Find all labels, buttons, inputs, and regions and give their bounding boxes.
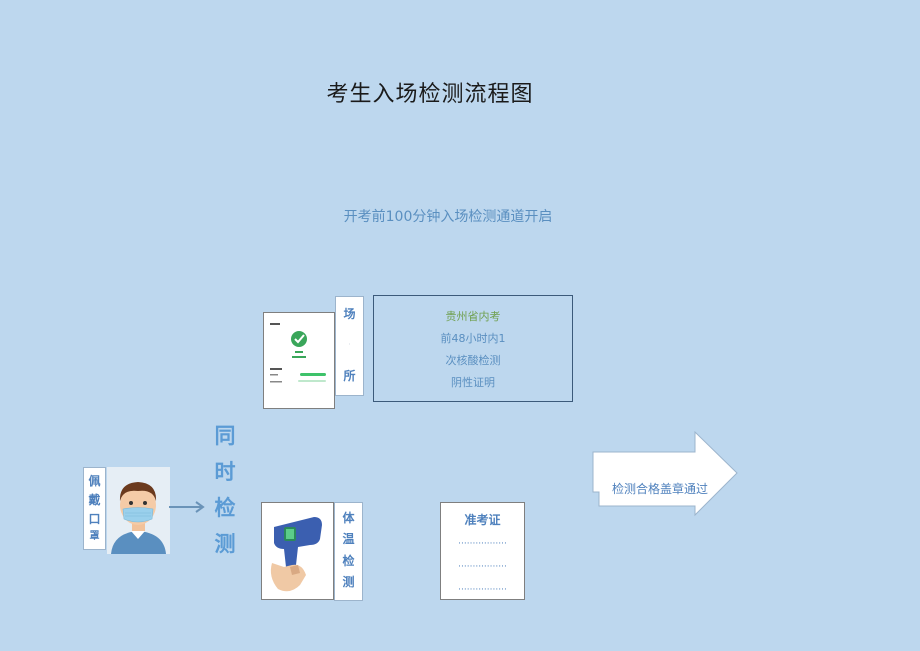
requirement-line: 贵州省内考 xyxy=(445,309,501,323)
simultaneous-check-label: 同 时 检 测 xyxy=(211,420,239,558)
requirement-line: 次核酸检测 xyxy=(445,353,501,367)
pass-arrow-shape xyxy=(592,430,738,517)
masked-person-icon xyxy=(107,467,170,554)
admission-ticket: 准考证 ················· ················· … xyxy=(440,502,525,600)
simultaneous-label-char: 同 xyxy=(214,424,236,448)
simultaneous-label-char: 检 xyxy=(214,496,236,520)
mask-label-char: 佩 xyxy=(88,474,101,489)
thermometer-gun-icon xyxy=(270,517,322,592)
nucleic-acid-test-requirement: 贵州省内考 前48小时内1 次核酸检测 阴性证明 xyxy=(373,295,573,402)
requirement-line: 阴性证明 xyxy=(451,375,495,389)
ticket-dotted-line: ················· xyxy=(458,585,507,595)
page-title: 考生入场检测流程图 xyxy=(326,82,534,107)
temperature-label-char: 测 xyxy=(342,574,355,589)
health-code-icon xyxy=(270,323,326,383)
right-arrow-icon xyxy=(169,501,205,513)
venue-label-char: 所 xyxy=(343,369,356,383)
thermometer-card xyxy=(261,502,334,600)
mask-label: 佩 戴 口 罩 xyxy=(83,467,106,550)
mask-label-char: 口 xyxy=(88,511,101,526)
health-code-card xyxy=(263,312,335,409)
simultaneous-label-char: 测 xyxy=(214,532,236,556)
masked-person-image xyxy=(107,467,170,554)
temperature-check-label: 体 温 检 测 xyxy=(334,502,363,601)
ticket-dotted-line: ················· xyxy=(458,562,507,572)
venue-label-char: 场 xyxy=(343,307,356,321)
pass-label: 检测合格盖章通过 xyxy=(611,482,708,496)
temperature-label-char: 检 xyxy=(342,553,355,568)
subtitle: 开考前100分钟入场检测通道开启 xyxy=(343,209,553,225)
venue-label: 场 · 所 xyxy=(335,296,364,396)
temperature-label-char: 温 xyxy=(342,532,355,547)
ticket-title: 准考证 xyxy=(464,513,501,527)
mask-label-char: 戴 xyxy=(88,493,101,508)
simultaneous-label-char: 时 xyxy=(214,460,236,484)
ticket-dotted-line: ················· xyxy=(458,539,507,549)
mask-label-char: 罩 xyxy=(89,530,100,542)
requirement-line: 前48小时内1 xyxy=(440,331,506,345)
temperature-label-char: 体 xyxy=(342,511,355,525)
